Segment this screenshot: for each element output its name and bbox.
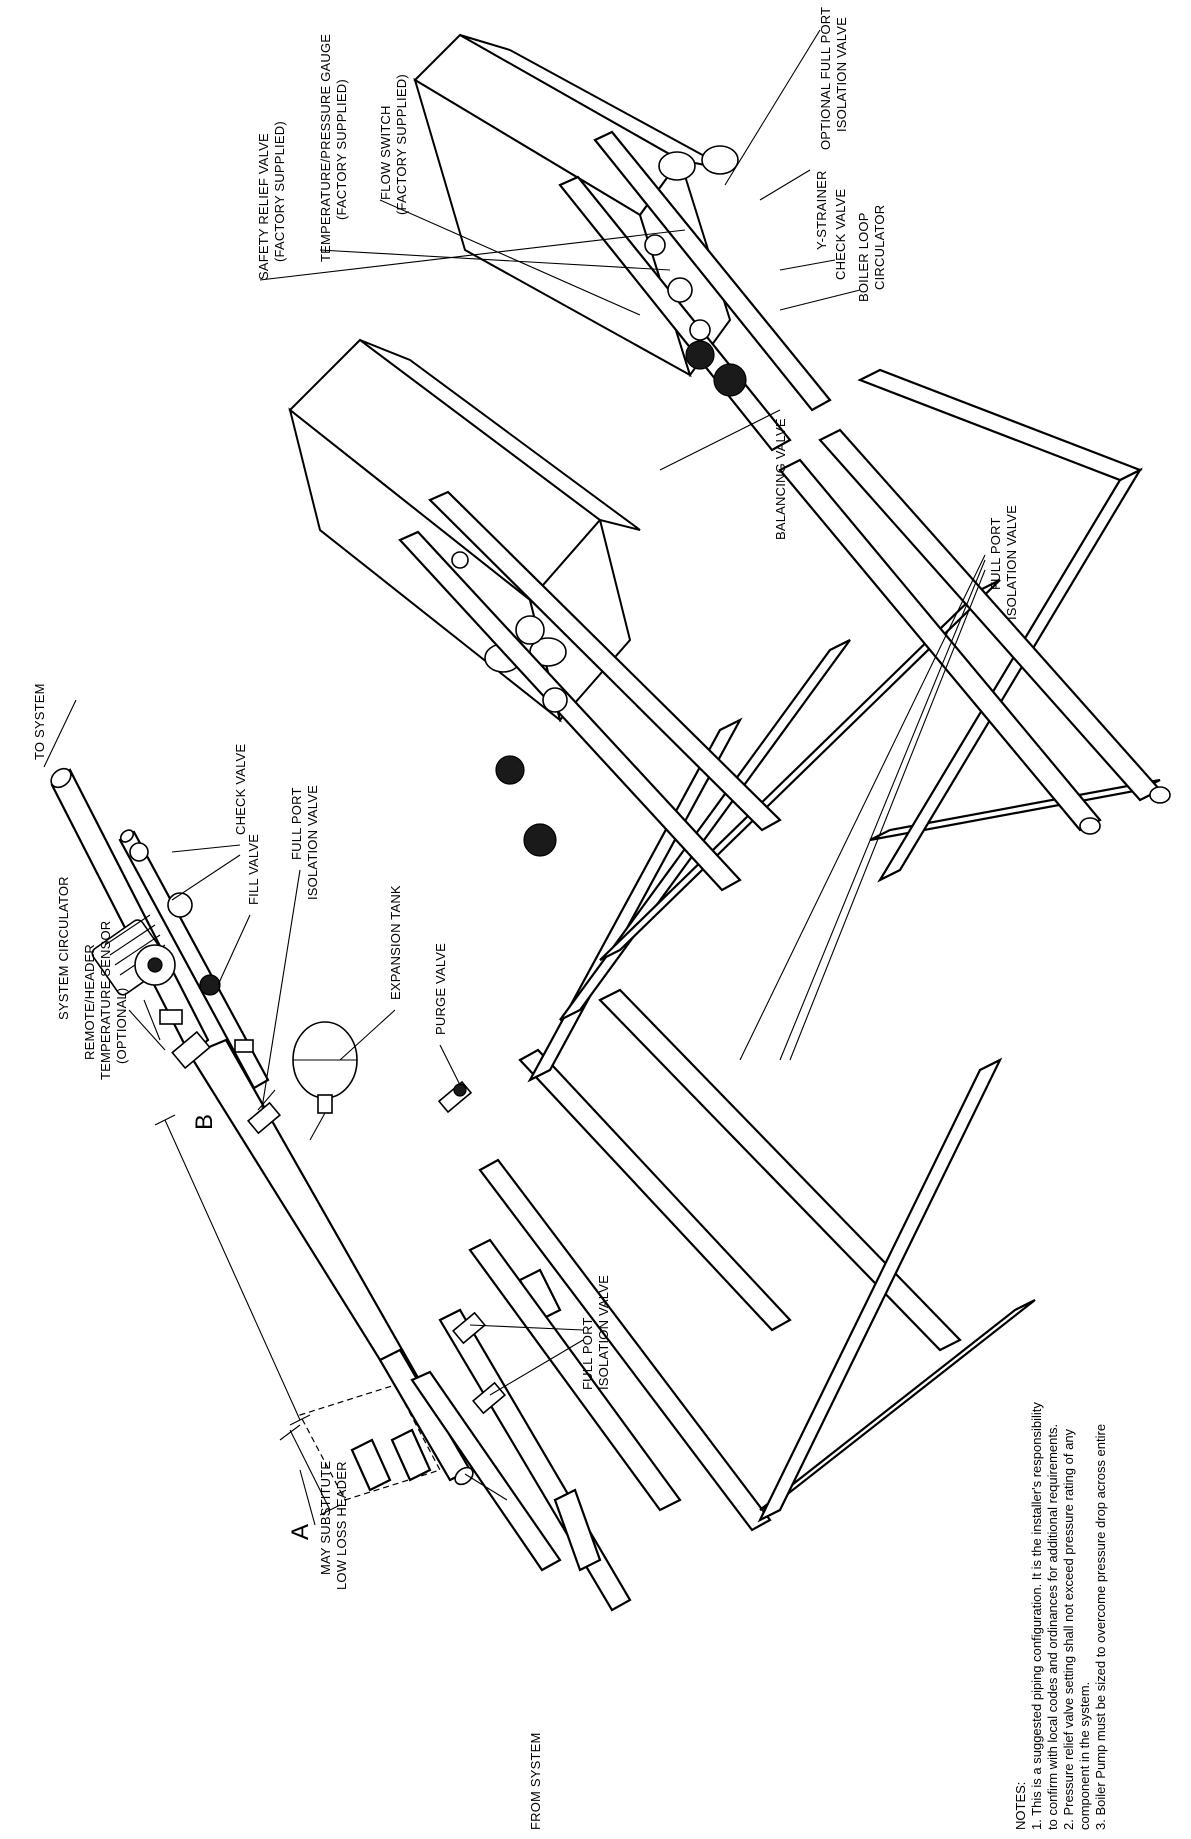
label-temp-gauge-line1: TEMPERATURE/PRESSURE GAUGE [318,34,333,262]
label-full-port-left-line2: ISOLATION VALVE [305,785,320,900]
low-loss-header-box [299,1384,441,1501]
label-optional-iso-line1: OPTIONAL FULL PORT [818,7,833,150]
label-check-valve-right: CHECK VALVE [833,189,848,280]
label-to-system: TO SYSTEM [32,683,47,760]
notes-title: NOTES: [1013,1782,1028,1830]
label-flow-switch-line2: (FACTORY SUPPLIED) [394,74,409,215]
label-from-system: FROM SYSTEM [528,1732,543,1830]
label-safety-relief-line1: SAFETY RELIEF VALVE [256,133,271,280]
label-remote-sensor-line1: REMOTE/HEADER [82,944,97,1060]
label-remote-sensor-line3: (OPTIONAL) [114,988,129,1064]
label-full-port-right-line2: ISOLATION VALVE [1004,505,1019,620]
label-expansion-tank: EXPANSION TANK [388,885,403,1000]
purge-valve [437,1080,473,1114]
label-flow-switch-line1: FLOW SWITCH [378,105,393,200]
notes-line-3: 2. Pressure relief valve setting shall n… [1061,1428,1076,1830]
label-boiler-loop-line2: CIRCULATOR [872,205,887,290]
label-temp-gauge-line2: (FACTORY SUPPLIED) [334,79,349,220]
label-system-circulator: SYSTEM CIRCULATOR [56,876,71,1020]
notes-line-4: component in the system. [1077,1682,1092,1830]
notes-block: NOTES: 1. This is a suggested piping con… [1013,1402,1108,1830]
label-dimension-b: B [191,1114,218,1130]
label-low-loss-line2: LOW LOSS HEADER [334,1461,349,1590]
isolation-valve-left [247,1089,281,1135]
primary-loop-pipes [410,988,962,1612]
label-dimension-a: A [287,1524,314,1540]
label-full-port-bottom-line1: FULL PORT [580,1317,595,1390]
right-return-pipes [778,368,1171,835]
system-circulator [91,914,176,996]
system-return-pipe [188,1038,474,1486]
notes-line-2: to confirm with local codes and ordinanc… [1045,1424,1060,1830]
label-remote-sensor-line2: TEMPERATURE SENSOR [98,921,113,1080]
long-diagonal-pipes [527,467,1161,1523]
label-balancing-valve: BALANCING VALVE [773,418,788,540]
expansion-tank [292,1021,358,1141]
label-purge-valve: PURGE VALVE [433,943,448,1035]
notes-line-5: 3. Boiler Pump must be sized to overcome… [1093,1424,1108,1830]
label-check-valve-left: CHECK VALVE [233,744,248,835]
secondary-branch-pipe [118,829,270,1090]
label-optional-iso-line2: ISOLATION VALVE [834,17,849,132]
boiler-middle-pipes [398,490,782,892]
boiler-right-pipes [558,130,832,452]
label-y-strainer: Y-STRAINER [814,170,829,250]
label-low-loss-line1: MAY SUBSTITUTE [318,1461,333,1575]
label-full-port-left-line1: FULL PORT [289,787,304,860]
dimension-a [279,1424,341,1516]
remote-header-sensor [159,1009,211,1070]
label-fill-valve: FILL VALVE [246,834,261,905]
fill-valve [199,974,254,1053]
check-valve-left [129,842,193,918]
notes-line-1: 1. This is a suggested piping configurat… [1029,1402,1044,1830]
dimension-b [154,1114,311,1426]
leader-lines [43,29,986,1526]
label-safety-relief-line2: (FACTORY SUPPLIED) [272,121,287,262]
label-full-port-right-line1: FULL PORT [988,517,1003,590]
label-boiler-loop-line1: BOILER LOOP [856,212,871,302]
labels: TO SYSTEM FROM SYSTEM SYSTEM CIRCULATOR … [32,7,1019,1830]
label-full-port-bottom-line2: ISOLATION VALVE [596,1275,611,1390]
